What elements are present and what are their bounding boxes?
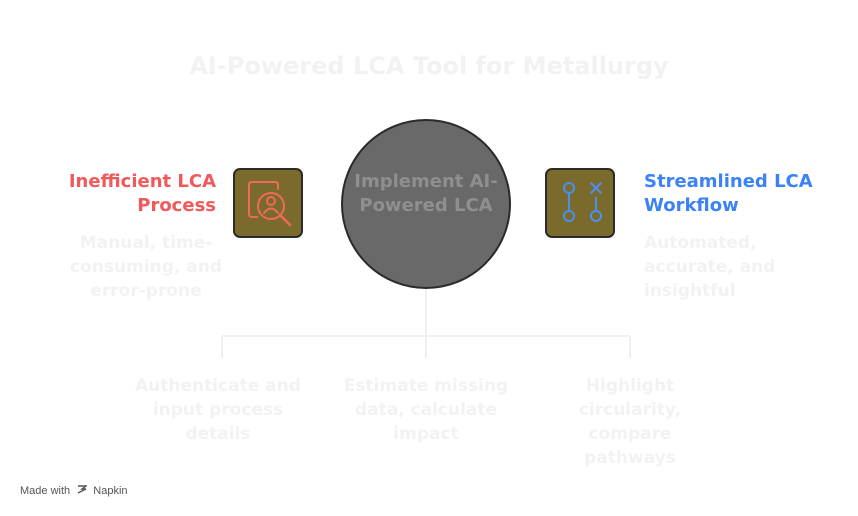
made-with-label: Made with — [20, 485, 71, 497]
branch-estimate: Estimate missing data, calculate impact — [343, 376, 509, 444]
center-circle — [341, 119, 511, 289]
right-heading: Streamlined LCA Workflow — [644, 171, 813, 216]
workflow-icon — [563, 182, 602, 222]
center-label: Implement AI-Powered LCA — [354, 171, 498, 216]
right-description: Automated, accurate, and insightful — [644, 233, 776, 301]
made-with-napkin-link[interactable]: Made with Napkin — [20, 484, 128, 497]
right-icon-box — [545, 168, 615, 238]
diagram-title: AI-Powered LCA Tool for Metallurgy — [189, 52, 669, 80]
napkin-logo-icon — [77, 484, 89, 497]
search-person-icon — [248, 181, 292, 227]
branch-highlight: Highlight circularity, compare pathways — [578, 376, 682, 468]
left-icon-box — [233, 168, 303, 238]
napkin-brand-label: Napkin — [93, 485, 128, 497]
left-heading: Inefficient LCA Process — [68, 171, 216, 216]
branch-authenticate: Authenticate and input process details — [135, 376, 301, 444]
left-description: Manual, time-consuming, and error-prone — [69, 233, 222, 301]
